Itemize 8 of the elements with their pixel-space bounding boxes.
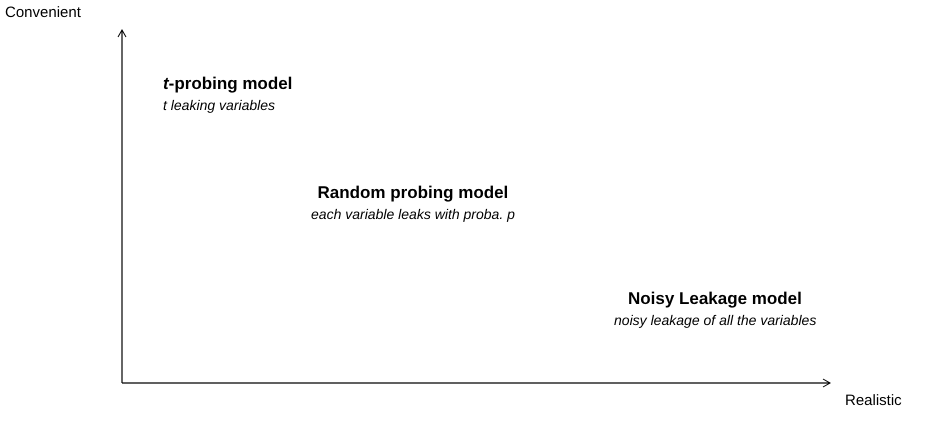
axis-label: Convenient <box>5 4 81 21</box>
model-heading: Random probing model <box>318 183 508 203</box>
model-description: each variable leaks with proba. p <box>311 206 515 222</box>
model-heading: Noisy Leakage model <box>628 289 802 309</box>
model-description: t leaking variables <box>163 97 276 113</box>
axis-label: Realistic <box>845 392 902 409</box>
model-description: noisy leakage of all the variables <box>614 312 816 328</box>
model-heading: t-probing model <box>163 74 292 94</box>
